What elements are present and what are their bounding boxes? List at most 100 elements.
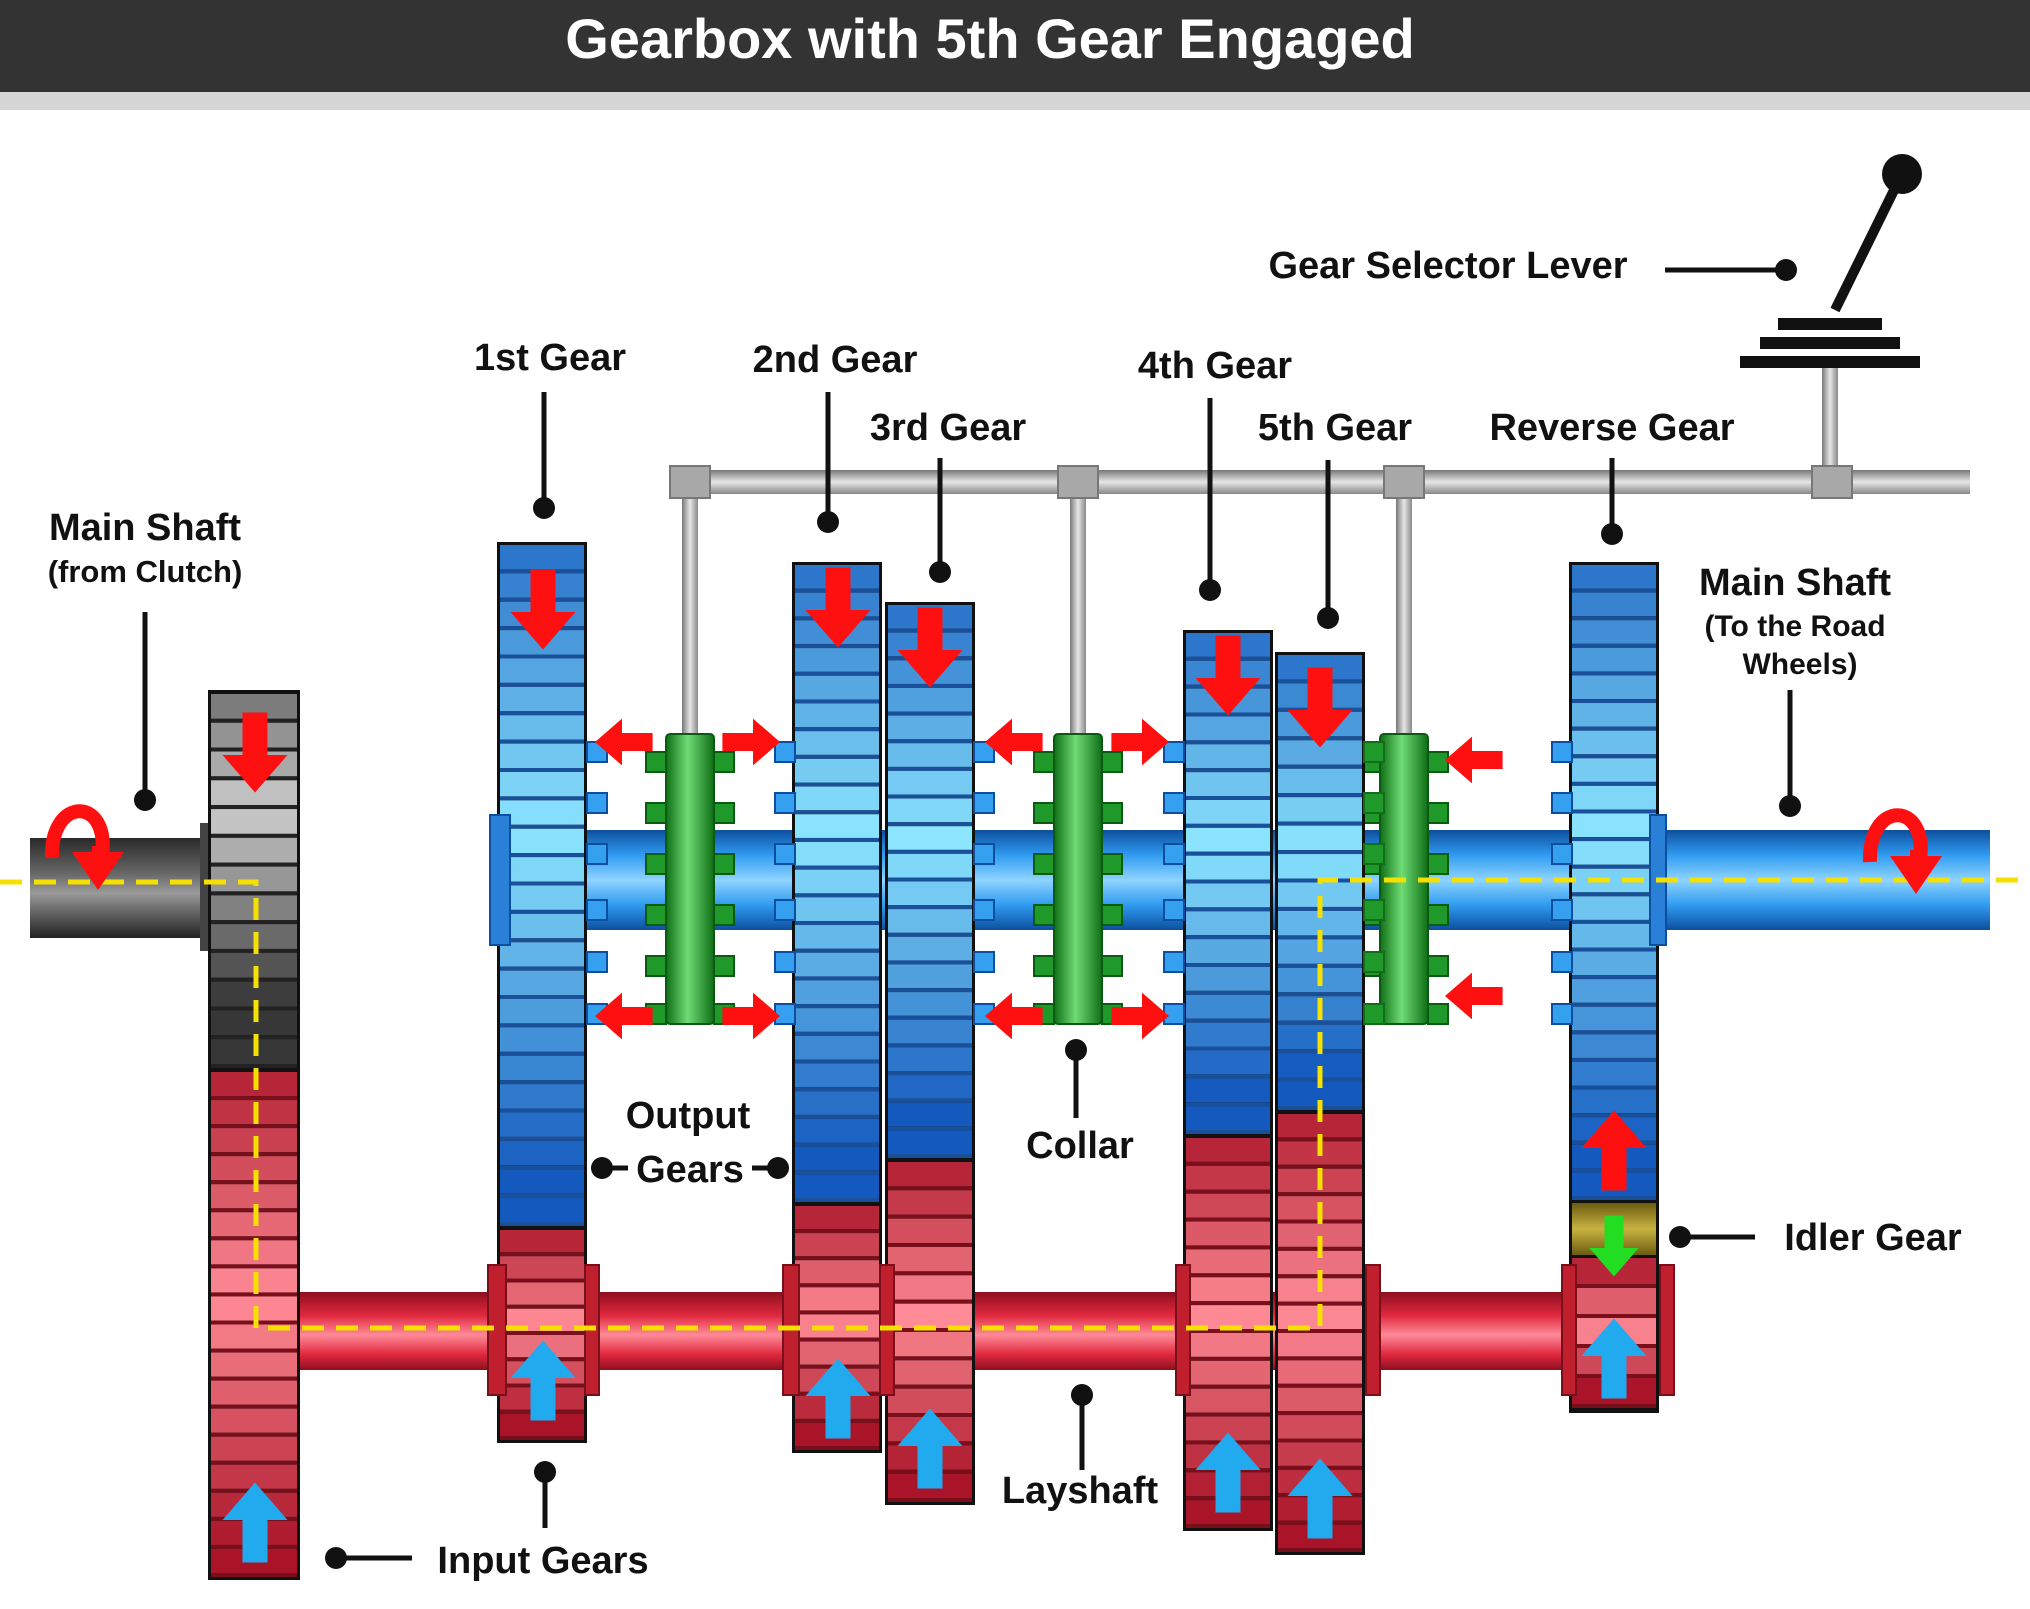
selector-fork-rod <box>1070 492 1086 734</box>
dog-tooth <box>973 741 995 763</box>
leader-collar <box>1065 1039 1087 1118</box>
title-bar <box>0 0 2030 92</box>
gear-4 <box>1183 630 1273 1531</box>
collar-slide-arrow <box>1111 992 1169 1040</box>
label-main-shaft-out: Main Shaft <box>1699 562 1891 604</box>
leader-main-shaft-in <box>134 612 156 811</box>
dog-tooth <box>586 951 608 973</box>
selector-fork-rod <box>1396 492 1412 734</box>
label-gear-1: 1st Gear <box>474 337 626 379</box>
idler-arrow-down <box>1589 1215 1639 1277</box>
leader-layshaft <box>1071 1384 1093 1470</box>
rotation-arrow-down <box>510 569 576 650</box>
power-path-layer <box>0 877 2030 1331</box>
title-bar-shadow <box>0 92 2030 110</box>
leader-output-gears-left <box>591 1157 628 1179</box>
label-gear-5: 5th Gear <box>1258 407 1412 449</box>
dog-tooth <box>774 792 796 814</box>
label-main-shaft-in-sub: (from Clutch) <box>48 554 243 589</box>
dog-tooth <box>1363 899 1385 921</box>
label-gear-2: 2nd Gear <box>753 339 918 381</box>
dog-tooth <box>586 899 608 921</box>
label-output-gears-2: Gears <box>636 1149 744 1191</box>
input-rotation-arrow <box>44 804 124 890</box>
power-flow-path <box>0 877 2030 1331</box>
diagram-title: Gearbox with 5th Gear Engaged <box>565 7 1415 70</box>
dog-tooth <box>973 951 995 973</box>
dog-tooth <box>774 951 796 973</box>
rotation-arrow-down <box>897 607 963 688</box>
dog-tooth <box>1163 843 1185 865</box>
leader-output-gears-right <box>752 1157 789 1179</box>
dog-tooth <box>1363 792 1385 814</box>
selector-fork-rod <box>682 492 698 734</box>
shaft-hub <box>1659 1264 1675 1396</box>
dog-tooth <box>1551 1003 1573 1025</box>
shaft-hub <box>489 814 511 946</box>
leader-idler-gear <box>1669 1226 1755 1248</box>
arrows-layer <box>44 567 1942 1563</box>
label-idler-gear: Idler Gear <box>1784 1217 1962 1259</box>
collar-slide-arrow <box>1445 972 1503 1020</box>
dog-tooth <box>774 741 796 763</box>
layshaft-arrow-up <box>222 1482 288 1563</box>
layshaft-arrow-up <box>510 1340 576 1421</box>
gear-selector-lever <box>1740 154 1922 368</box>
rod-joint <box>1383 465 1425 499</box>
label-main-shaft-out-sub2: Wheels) <box>1742 648 1857 681</box>
rotation-arrow-up <box>1581 1110 1647 1191</box>
label-main-shaft-in: Main Shaft <box>49 507 241 549</box>
dog-tooth <box>1363 951 1385 973</box>
gear-3 <box>885 602 975 1505</box>
leader-gear-reverse <box>1601 458 1623 545</box>
layshaft-arrow-up <box>805 1358 871 1439</box>
selector-rod-horizontal <box>670 470 1970 494</box>
dog-tooth <box>1551 792 1573 814</box>
dog-tooth <box>1163 741 1185 763</box>
dog-tooth <box>1363 1003 1385 1025</box>
rod-joint <box>669 465 711 499</box>
leader-gear-2 <box>817 392 839 533</box>
layshaft-arrow-up <box>897 1408 963 1489</box>
input-gear <box>208 690 300 1580</box>
leader-input-gears-left <box>325 1547 412 1569</box>
rotation-arrow-down <box>805 567 871 648</box>
collar-slide-arrow <box>985 992 1043 1040</box>
dog-tooth <box>1163 951 1185 973</box>
dog-tooth <box>973 843 995 865</box>
shaft-hub <box>1365 1264 1381 1396</box>
dog-tooth <box>973 792 995 814</box>
layshaft-arrow-up <box>1581 1318 1647 1399</box>
collar-slide-arrow <box>595 992 653 1040</box>
dog-tooth <box>1551 951 1573 973</box>
label-gear-selector-lever: Gear Selector Lever <box>1268 245 1627 287</box>
collar-1 <box>645 733 735 1025</box>
gear-1 <box>497 542 587 1443</box>
rotation-arrow-down <box>1287 667 1353 748</box>
leader-lines-layer <box>134 259 1801 1569</box>
output-rotation-arrow <box>1862 808 1942 894</box>
leader-gear-5 <box>1317 460 1339 629</box>
collar-slide-arrow <box>722 718 780 766</box>
label-gear-3: 3rd Gear <box>870 407 1027 449</box>
dog-tooth <box>1551 899 1573 921</box>
layshaft-arrow-up <box>1287 1458 1353 1539</box>
dog-tooth <box>1363 741 1385 763</box>
leader-gear-3 <box>929 458 951 583</box>
layshaft-arrow-up <box>1195 1432 1261 1513</box>
dog-tooth <box>774 1003 796 1025</box>
dog-tooth <box>1163 792 1185 814</box>
rod-joint <box>1811 465 1853 499</box>
gear-5 <box>1275 652 1365 1555</box>
collar-slide-arrow <box>985 718 1043 766</box>
dog-tooth <box>1163 1003 1185 1025</box>
dog-tooth <box>973 899 995 921</box>
dog-tooth <box>1551 843 1573 865</box>
collar-slide-arrow <box>595 718 653 766</box>
label-gear-4: 4th Gear <box>1138 345 1292 387</box>
gear-2 <box>792 562 882 1453</box>
rotation-arrow-down <box>222 712 288 793</box>
leader-main-shaft-out <box>1779 690 1801 817</box>
